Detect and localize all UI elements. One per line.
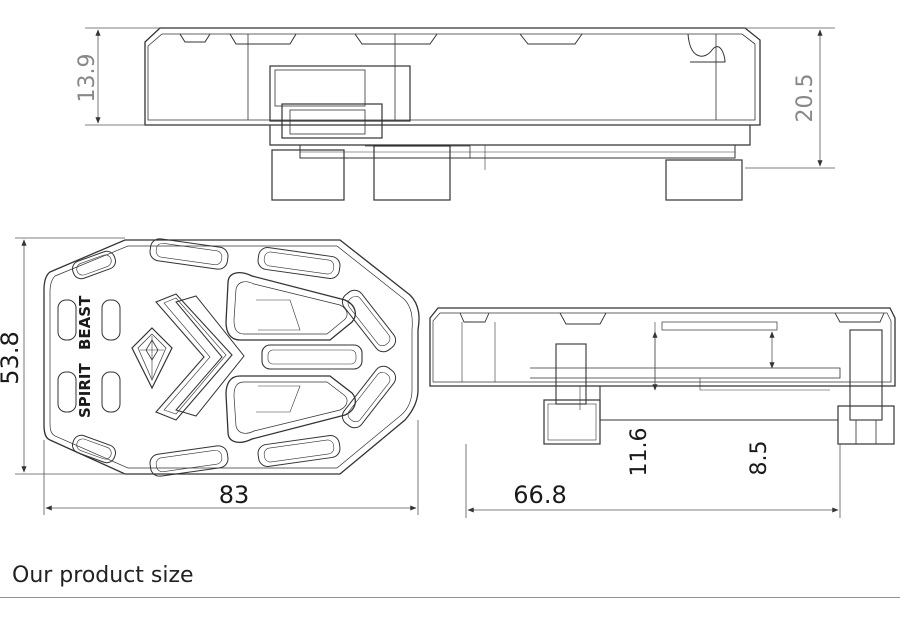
- side-view-dims: [465, 331, 841, 518]
- caption-product-size: Our product size: [12, 563, 194, 588]
- technical-drawing: 13.9 20.5: [0, 27, 896, 518]
- dim-front-width: 83: [219, 481, 250, 509]
- front-view: [43, 238, 420, 477]
- dim-side-mid: 11.6: [627, 428, 652, 477]
- logo-line-spirit: SPIRIT: [76, 362, 94, 418]
- side-view: [429, 307, 896, 445]
- logo-line-beast: BEAST: [76, 295, 94, 350]
- top-view: [144, 27, 761, 201]
- dim-side-width: 66.8: [513, 481, 566, 509]
- accent-divider: [0, 597, 900, 598]
- dim-top-left: 13.9: [75, 54, 100, 103]
- dim-front-height: 53.8: [0, 331, 24, 384]
- dim-top-right: 20.5: [793, 74, 818, 123]
- dim-side-right: 8.5: [747, 441, 772, 476]
- top-view-dims: [85, 27, 835, 169]
- front-view-dims: [15, 237, 419, 515]
